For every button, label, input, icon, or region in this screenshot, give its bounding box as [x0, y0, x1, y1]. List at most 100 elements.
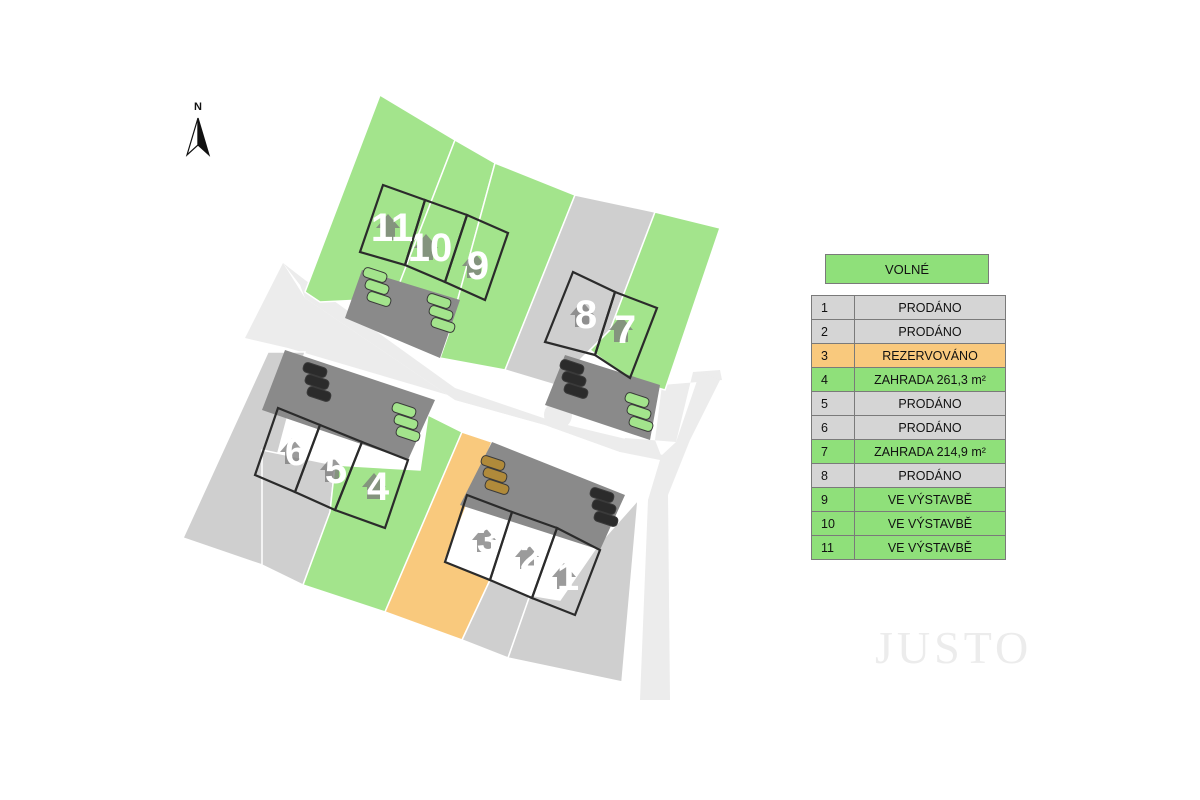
- legend-lot-id: 1: [811, 295, 855, 320]
- legend-free-label: VOLNÉ: [884, 261, 930, 277]
- car-icon: [393, 414, 419, 430]
- legend-lot-status: VE VÝSTAVBĚ: [854, 511, 1006, 536]
- car-icon: [428, 305, 454, 321]
- car-icon: [563, 383, 589, 399]
- car-icon: [626, 404, 652, 420]
- legend-lot-status: PRODÁNO: [854, 391, 1006, 416]
- house-lot-3[interactable]: 3: [443, 493, 514, 582]
- lot-number-11: 11: [371, 206, 413, 250]
- lot-number-8: 8: [575, 293, 597, 337]
- house-lot-11[interactable]: 11: [358, 183, 427, 267]
- north-label: N: [194, 101, 202, 113]
- house-icon: [376, 214, 400, 240]
- house-lot-1[interactable]: 1: [530, 526, 602, 617]
- lot-number-9: 9: [467, 244, 489, 288]
- car-icon: [561, 371, 587, 387]
- north-arrow-icon: N: [185, 101, 211, 157]
- house-icon: [362, 473, 386, 499]
- main-road: [245, 263, 722, 458]
- legend-lot-id: 3: [811, 343, 855, 368]
- legend-lot-id: 2: [811, 319, 855, 344]
- car-icon: [364, 279, 390, 295]
- house-icon: [515, 543, 539, 569]
- car-icon: [559, 359, 585, 375]
- watermark-logo: JUSTO: [875, 622, 1032, 673]
- legend-lot-status: PRODÁNO: [854, 415, 1006, 440]
- car-icon: [366, 291, 392, 307]
- parcel-lot-8[interactable]: [503, 194, 657, 386]
- legend-lot-status: VE VÝSTAVBĚ: [854, 535, 1006, 560]
- parcel-lot-1[interactable]: [507, 497, 639, 683]
- lot-number-5: 5: [325, 448, 347, 492]
- legend-lot-status: ZAHRADA 261,3 m²: [854, 367, 1006, 392]
- car-icon: [391, 402, 417, 418]
- car-icon: [306, 386, 332, 402]
- legend-lot-status: REZERVOVÁNO: [854, 343, 1006, 368]
- house-outline-3: [443, 493, 514, 582]
- car-icon: [589, 487, 615, 503]
- car-icon: [304, 374, 330, 390]
- house-lot-5[interactable]: 5: [293, 423, 364, 512]
- legend-lot-id: 8: [811, 463, 855, 488]
- house-icon: [462, 252, 486, 278]
- house-lot-8[interactable]: 8: [543, 270, 617, 357]
- lot-number-3: 3: [477, 518, 499, 562]
- car-icon: [395, 426, 421, 442]
- car-icon: [482, 467, 508, 483]
- legend-free: VOLNÉ: [825, 254, 989, 284]
- house-icon: [570, 301, 594, 327]
- car-icon: [362, 267, 388, 283]
- house-outline-11: [358, 183, 427, 267]
- house-icon: [414, 234, 438, 260]
- car-icon: [591, 499, 617, 515]
- house-outline-8: [543, 270, 617, 357]
- car-icon: [480, 455, 506, 471]
- legend-lot-status: ZAHRADA 214,9 m²: [854, 439, 1006, 464]
- car-icon: [302, 362, 328, 378]
- house-outline-6: [253, 406, 322, 494]
- legend-lot-id: 4: [811, 367, 855, 392]
- legend-lot-id: 11: [811, 535, 855, 560]
- house-icon: [320, 456, 344, 482]
- house-lot-10[interactable]: 10: [403, 198, 469, 284]
- house-lot-6[interactable]: 6: [253, 406, 322, 494]
- house-icon: [472, 526, 496, 552]
- car-icon: [484, 479, 510, 495]
- car-icon: [426, 293, 452, 309]
- car-icon: [593, 511, 619, 527]
- legend-lot-status: PRODÁNO: [854, 463, 1006, 488]
- legend-lot-id: 5: [811, 391, 855, 416]
- lot-number-6: 6: [285, 430, 307, 474]
- parking-spaces: [302, 267, 654, 527]
- access-road: [283, 263, 720, 700]
- car-icon: [624, 392, 650, 408]
- car-icon: [628, 416, 654, 432]
- legend-lot-id: 10: [811, 511, 855, 536]
- car-icon: [430, 317, 456, 333]
- house-icon: [280, 438, 304, 464]
- legend-lot-status: PRODÁNO: [854, 319, 1006, 344]
- house-icon: [552, 563, 576, 589]
- lot-number-1: 1: [557, 555, 579, 599]
- house-lot-7[interactable]: 7: [593, 290, 659, 380]
- legend-lot-id: 6: [811, 415, 855, 440]
- legend-lot-id: 7: [811, 439, 855, 464]
- lot-number-2: 2: [520, 535, 542, 579]
- house-icon: [609, 316, 633, 342]
- lot-number-7: 7: [614, 308, 636, 352]
- legend-lot-id: 9: [811, 487, 855, 512]
- legend-lot-status: VE VÝSTAVBĚ: [854, 487, 1006, 512]
- lot-number-4: 4: [367, 465, 390, 509]
